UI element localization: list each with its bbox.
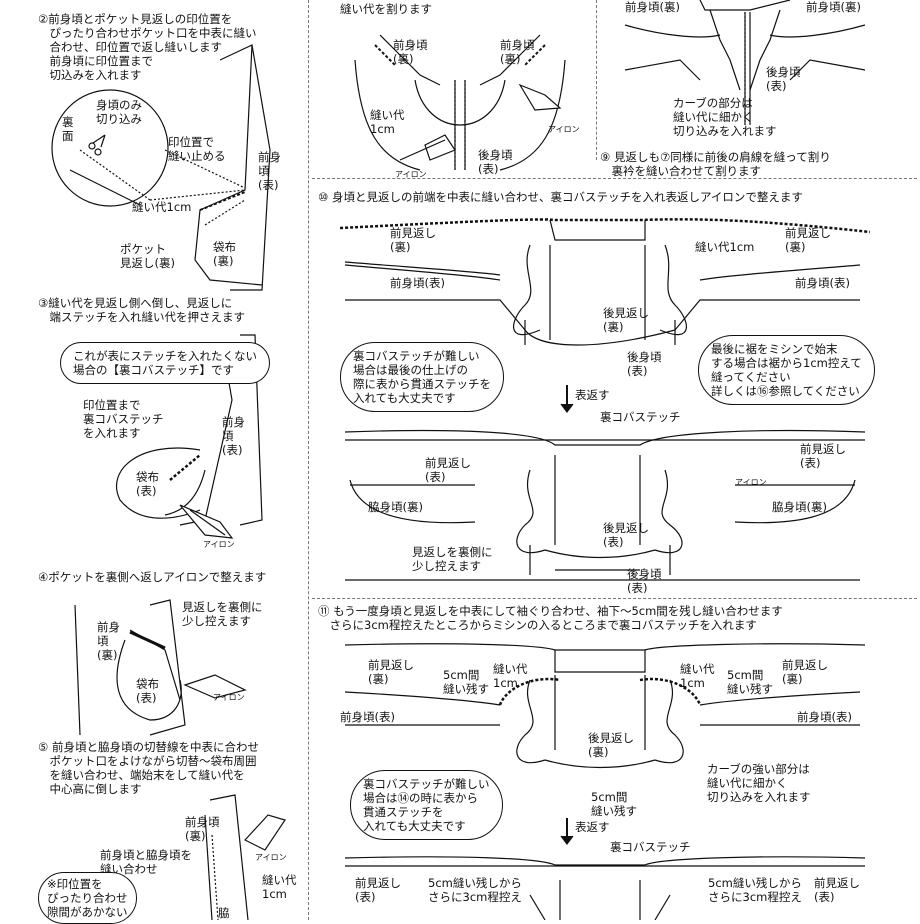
label-front-body-face: 前身 頃 (表) [258,150,281,192]
s10-front-body-face-l: 前身頃(表) [390,276,445,290]
label-facing-inward-4: 見返しを裏側に 少し控えます [182,600,263,628]
label-iron-5: アイロン [255,853,287,862]
label-seam1cm-top: 縫い代 1cm [370,108,405,136]
s10-cloud-right: 最後に裾をミシンで始末 する場合は裾から1cm控えて 縫ってください 詳しくは⑯… [698,335,875,405]
s11-curve-note: カーブの強い部分は 縫い代に細かく 切り込みを入れます [707,762,811,804]
s10-front-facing-back-r: 前見返し (裏) [785,226,831,254]
step5-text: ⑤ 前身頃と脇身頃の切替線を中表に合わせ ポケット口をよけながら切替～袋布周囲 … [38,740,259,796]
step3-text: ③縫い代を見返し側へ倒し、見返しに 端ステッチを入れ縫い代を押さえます [38,296,245,324]
s10-back-facing-face: 後見返し (表) [603,521,649,549]
s10-facing-inward: 見返しを裏側に 少し控えます [412,545,493,573]
label-curve-note-top: カーブの部分は 縫い代に細かく 切り込みを入れます [673,96,777,138]
label-front-body-back-l: 前身頃 (裏) [393,38,428,66]
label-side: 脇 [218,906,230,920]
section-divider [312,178,917,179]
s11-leave-more-l: 5cm縫い残しから さらに3cm程控え [428,876,522,904]
s11-cloud: 裏コバステッチが難しい 場合は⑭の時に表から 貫通ステッチを 入れても大丈夫です [350,770,503,840]
label-pouch-3: 袋布 (表) [136,470,159,498]
s10-front-body-face-r: 前身頃(表) [795,276,850,290]
label-iron-top-b: アイロン [395,170,427,179]
label-seam1cm-5: 縫い代 1cm [262,873,297,901]
label-iron-4: アイロン [213,693,245,702]
s11-front-facing-face-r: 前見返し (表) [814,876,860,904]
s11-back-facing: 後見返し (裏) [588,731,634,759]
s11-leave-more-r: 5cm縫い残しから さらに3cm程控え [708,876,802,904]
s10-iron: アイロン [735,478,767,487]
step5-cloud-note: ※印位置を ぴったり合わせ 隙間があかない [38,872,137,924]
label-front-body-5: 前身頃 (裏) [185,815,220,843]
label-to-mark: 印位置まで 裏コバステッチ を入れます [83,398,164,440]
label-front-body-4: 前身 頃 (裏) [97,620,120,662]
column-divider-2 [596,0,597,160]
label-pocket-facing: ポケット 見返し(裏) [120,242,175,270]
step3-cloud-note: これが表にステッチを入れたくない 場合の【裏コバステッチ】です [60,342,270,384]
step9-text: ⑨ 見返しも⑦同様に前後の肩線を縫って割り 裏衿を縫い合わせて割ります [600,150,831,178]
label-pouch-4: 袋布 (表) [136,677,159,705]
s11-front-facing-face-l: 前見返し (表) [355,876,401,904]
s10-side-body-back-l: 脇身頃(裏) [368,500,423,514]
label-stop-mark: 印位置で 縫い止める [168,135,226,163]
label-pouch-back: 袋布 (裏) [213,240,236,268]
label-iron-3: アイロン [203,540,235,549]
label-cut-body-only: 身頃のみ 切り込み [96,98,142,126]
label-front-body-back-r: 前身頃 (裏) [500,38,535,66]
s11-front-body-face-r: 前身頃(表) [797,710,852,724]
s10-front-facing-back-l: 前見返し (裏) [390,226,436,254]
s10-seam1cm: 縫い代1cm [695,240,755,254]
label-far-front-l: 前身頃(裏) [625,0,680,14]
s11-seam1cm-r: 縫い代 1cm [680,662,715,690]
step4-text: ④ポケットを裏側へ返しアイロンで整えます [38,570,267,584]
s10-front-facing-face-l: 前見返し (表) [425,456,471,484]
s11-turn: 表返す [575,820,610,834]
s11-leave5cm-c: 5cm間 縫い残す [591,790,637,818]
label-seam1cm: 縫い代1cm [132,200,192,214]
s10-back-facing: 後見返し (裏) [603,306,649,334]
label-iron-top-r: アイロン [548,125,580,134]
s11-seam1cm-l: 縫い代 1cm [493,662,528,690]
s10-front-facing-face-r: 前見返し (表) [800,442,846,470]
s10-back-body: 後身頃 (表) [627,350,662,378]
s11-back-stitch: 裏コバステッチ [610,840,691,854]
label-back-face: 裏 面 [62,115,74,143]
step11-text: ⑪ もう一度身頃と見返しを中表にして袖ぐり合わせ、袖下～5cm間を残し縫い合わせ… [318,604,783,632]
label-split-seam: 縫い代を割ります [340,2,432,16]
s11-front-facing-back-r: 前見返し (裏) [782,658,828,686]
label-far-front-r: 前身頃(裏) [806,0,861,14]
s11-leave5cm-l: 5cm間 縫い残す [443,668,489,696]
label-back-body-top: 後身頃 (表) [478,148,513,176]
s10-back-body-back: 後身頃 (表) [627,567,662,595]
section-divider [312,598,917,599]
s11-leave5cm-r: 5cm間 縫い残す [727,668,773,696]
s10-back-stitch: 裏コバステッチ [600,410,681,424]
label-front-body-3: 前身 頃 (表) [222,415,245,457]
step10-text: ⑩ 身頃と見返しの前端を中表に縫い合わせ、裏コバステッチを入れ表返しアイロンで整… [318,190,803,204]
step2-text: ②前身頃とポケット見返しの印位置を ぴったり合わせポケット口を中表に縫い 合わせ… [38,12,257,82]
column-divider-1 [308,0,309,920]
s10-turn: 表返す [575,388,610,402]
s11-front-facing-back-l: 前見返し (裏) [368,658,414,686]
label-far-back: 後身頃 (表) [766,65,801,93]
s10-side-body-back-r: 脇身頃(裏) [772,500,827,514]
s10-cloud-left: 裏コバステッチが難しい 場合は最後の仕上げの 際に表から貫通ステッチを 入れても… [340,342,504,412]
s11-front-body-face-l: 前身頃(表) [340,710,395,724]
